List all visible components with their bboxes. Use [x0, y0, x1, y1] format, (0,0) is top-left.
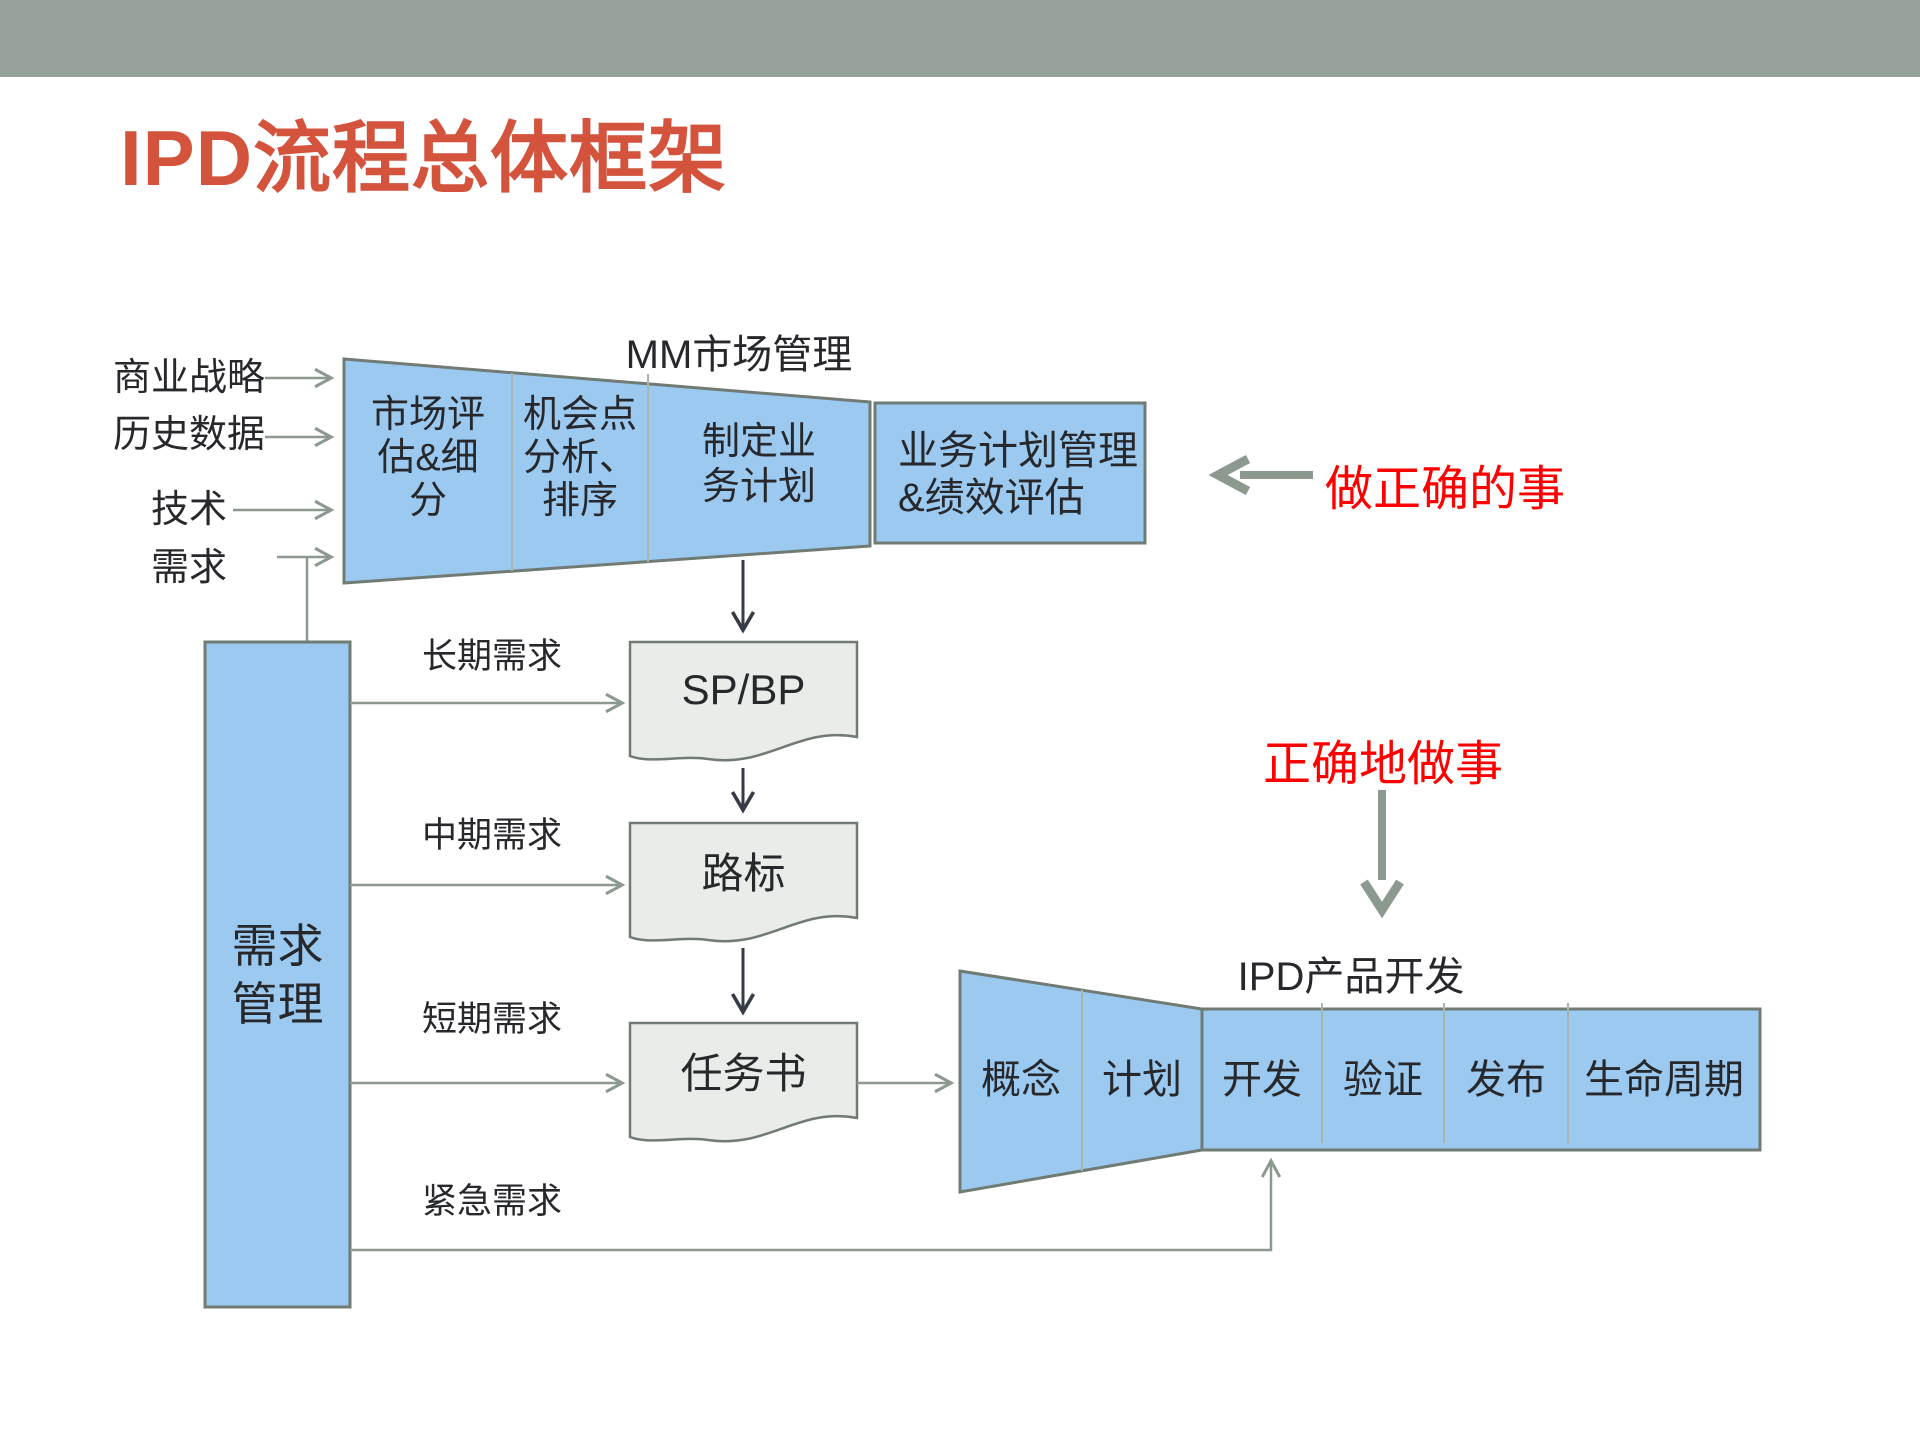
arrow-urgent: [350, 1157, 1282, 1252]
spbp-doc-label: SP/BP: [681, 665, 806, 713]
mm-segment-line: 务计划: [701, 466, 816, 508]
input-label-business-strategy: 商业战略: [112, 357, 265, 399]
do-right-things-arrow-head: [1208, 455, 1251, 495]
mm-plan-box-line: &绩效评估: [898, 476, 1085, 520]
annotation-do-things-right: 正确地做事: [1263, 738, 1504, 791]
flow-label-midterm: 中期需求: [422, 816, 563, 855]
flow-label-shortterm: 短期需求: [422, 1000, 563, 1039]
mm-segment-line: 排序: [541, 480, 618, 522]
input-label-requirement: 需求: [150, 547, 227, 589]
mm-plan-box-shape: [873, 401, 1147, 545]
charter-doc-shape: [628, 1021, 859, 1143]
stage-lifecycle: 生命周期: [1584, 1058, 1744, 1102]
mm-segment-line: 机会点: [522, 394, 637, 436]
flow-label-urgent: 紧急需求: [422, 1182, 563, 1221]
charter-doc-label: 任务书: [680, 1050, 807, 1097]
roadmap-doc-shape: [628, 821, 859, 943]
stage-release: 发布: [1466, 1058, 1546, 1102]
input-label-history-data: 历史数据: [112, 414, 265, 456]
demand-management-box-shape: [203, 640, 352, 1309]
spbp-doc-shape: [628, 640, 859, 762]
do-things-right-arrow-head: [1360, 879, 1404, 919]
mm-plan-box-line: 业务计划管理: [898, 429, 1138, 473]
demand-management-line: 管理: [231, 977, 324, 1030]
mm-funnel-shape: [342, 357, 872, 585]
input-label-technology: 技术: [150, 489, 227, 531]
mm-plan-box-label: 业务计划管理 &绩效评估: [898, 428, 1143, 522]
mm-segment-market-evaluation: 市场评 估&细 分: [344, 394, 512, 523]
mm-segment-line: 制定业: [701, 421, 816, 463]
flow-label-longterm: 长期需求: [422, 637, 563, 676]
stage-plan: 计划: [1102, 1058, 1182, 1102]
demand-management-label: 需求 管理: [205, 642, 350, 1307]
mm-funnel-title: MM市场管理: [625, 333, 853, 377]
mm-segment-line: 分析、: [522, 437, 637, 479]
demand-management-line: 需求: [231, 919, 324, 972]
page-title: IPD流程总体框架: [120, 114, 728, 202]
mm-segment-line: 分: [408, 480, 447, 522]
mm-segment-line: 市场评: [370, 394, 485, 436]
stage-concept: 概念: [981, 1058, 1061, 1102]
stage-develop: 开发: [1222, 1058, 1302, 1102]
stage-verify: 验证: [1343, 1058, 1423, 1102]
roadmap-doc-label: 路标: [701, 850, 786, 897]
mm-segment-opportunity-analysis: 机会点 分析、 排序: [512, 394, 648, 523]
ipd-title: IPD产品开发: [1237, 955, 1465, 999]
ipd-stage-row-shape: [1200, 1007, 1762, 1152]
top-accent-bar: [0, 0, 1920, 77]
annotation-do-right-things: 做正确的事: [1325, 463, 1566, 516]
mm-segment-line: 估&细: [377, 437, 479, 479]
mm-segment-business-plan: 制定业 务计划: [648, 420, 870, 510]
